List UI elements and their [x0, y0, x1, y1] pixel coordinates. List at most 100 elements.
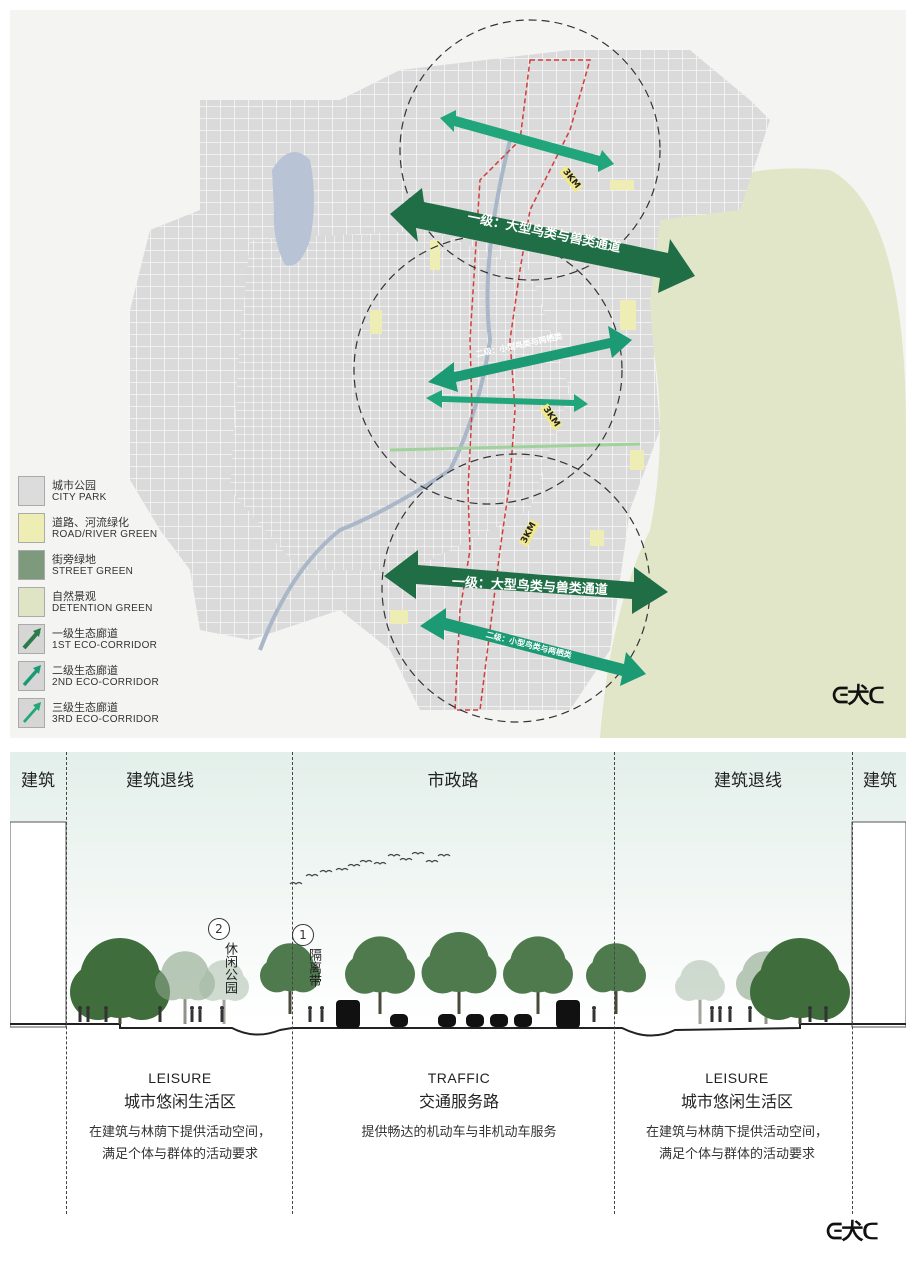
legend-label-en: 2ND ECO-CORRIDOR — [52, 677, 160, 688]
zone-traffic-line1: 提供畅达的机动车与非机动车服务 — [361, 1125, 557, 1140]
car-icon — [466, 1014, 484, 1027]
bus-icon — [556, 1000, 580, 1028]
leisure-tree — [199, 960, 249, 1024]
bird-icon — [399, 857, 413, 861]
bird-icon — [359, 859, 373, 863]
bird-icon — [437, 853, 451, 857]
zone-leisure-right-line2: 满足个体与群体的活动要求 — [658, 1147, 815, 1162]
divider-left-setback — [66, 752, 67, 1214]
divider-left-road — [292, 752, 293, 1214]
legend-label-en: STREET GREEN — [52, 566, 134, 577]
legend-label-cn: 城市公园 — [52, 479, 96, 492]
label-setback-left: 建筑退线 — [126, 771, 194, 791]
zone-traffic-en: TRAFFIC — [427, 1070, 491, 1086]
leisure-tree — [750, 938, 850, 1024]
legend-swatch — [18, 587, 45, 617]
legend-swatch — [18, 513, 45, 543]
street-tree — [260, 943, 321, 1014]
zone-leisure-left-cn: 城市悠闲生活区 — [123, 1092, 236, 1111]
legend-label-en: CITY PARK — [52, 492, 107, 503]
person-icon — [190, 1006, 194, 1022]
building-right — [851, 821, 906, 1028]
legend-label-cn: 道路、河流绿化 — [52, 516, 129, 529]
leisure-tree — [675, 960, 725, 1024]
zone-leisure-left-line1: 在建筑与林荫下提供活动空间， — [88, 1125, 271, 1140]
bird-icon — [411, 851, 425, 855]
zone-leisure-right: LEISURE 城市悠闲生活区 在建筑与林荫下提供活动空间， 满足个体与群体的活动… — [607, 1070, 867, 1166]
car-icon — [390, 1014, 408, 1027]
zone-leisure-left-desc: 在建筑与林荫下提供活动空间， 满足个体与群体的活动要求 — [50, 1122, 310, 1166]
zone-leisure-left-en: LEISURE — [148, 1070, 212, 1086]
tertiary-corridor-middle-arrow — [426, 390, 588, 412]
car-icon — [490, 1014, 508, 1027]
ground-profile — [10, 1023, 906, 1037]
bird-icon — [335, 867, 349, 871]
person-icon — [592, 1006, 596, 1022]
street-tree — [586, 943, 646, 1014]
person-icon — [308, 1006, 312, 1022]
person-icon — [198, 1006, 202, 1022]
bird-icon — [373, 861, 387, 865]
legend-label-en: ROAD/RIVER GREEN — [52, 529, 158, 540]
building-left — [10, 821, 67, 1028]
street-tree — [421, 932, 497, 1014]
person-icon — [824, 1006, 828, 1022]
zone-leisure-right-en: LEISURE — [705, 1070, 769, 1086]
legend-label-cn: 街旁绿地 — [52, 553, 96, 566]
cross-section-graphic — [10, 821, 906, 1037]
label-municipal-road: 市政路 — [427, 771, 479, 791]
primary-corridor-south-arrow — [384, 550, 668, 614]
road-river-green-patches — [370, 180, 644, 624]
person-icon — [320, 1006, 324, 1022]
primary-corridor-north-arrow — [390, 188, 695, 293]
zone-leisure-right-line1: 在建筑与林荫下提供活动空间， — [645, 1125, 828, 1140]
person-icon — [158, 1006, 162, 1022]
person-icon — [728, 1006, 732, 1022]
zone-traffic-cn: 交通服务路 — [418, 1092, 499, 1111]
river — [258, 139, 512, 651]
corridor-arrow-icon — [18, 624, 45, 654]
zone-leisure-left: LEISURE 城市悠闲生活区 在建筑与林荫下提供活动空间， 满足个体与群体的活动… — [50, 1070, 310, 1166]
legend-label-en: DETENTION GREEN — [52, 603, 153, 614]
bird-icon — [387, 853, 401, 857]
secondary-corridor-north-arrow — [428, 326, 632, 392]
detention-green-area — [600, 168, 906, 738]
person-icon — [86, 1006, 90, 1022]
person-icon — [78, 1006, 82, 1022]
zone-leisure-right-cn: 城市悠闲生活区 — [680, 1092, 793, 1111]
legend-label-cn: 自然景观 — [52, 590, 96, 603]
bird-icon — [305, 873, 319, 877]
person-icon — [104, 1006, 108, 1022]
zone-leisure-left-line2: 满足个体与群体的活动要求 — [101, 1147, 258, 1162]
divider-right-setback — [852, 752, 853, 1214]
bird-icon — [319, 869, 333, 873]
brand-logo-bottom: ᕮ犬ᑕ — [826, 1220, 878, 1245]
leisure-tree — [70, 938, 170, 1024]
person-icon — [808, 1006, 812, 1022]
corridor-arrow-icon — [18, 698, 45, 728]
legend-swatch — [18, 476, 45, 506]
zone-traffic: TRAFFIC 交通服务路 提供畅达的机动车与非机动车服务 — [329, 1070, 589, 1144]
bird-icon — [289, 881, 303, 885]
secondary-corridor-south-arrow — [420, 608, 646, 686]
divider-right-road — [614, 752, 615, 1214]
label-setback-right: 建筑退线 — [714, 771, 782, 791]
legend-swatch — [18, 550, 45, 580]
street-tree — [345, 936, 415, 1014]
car-icon — [438, 1014, 456, 1027]
bird-icon — [425, 859, 439, 863]
legend-label-en: 3RD ECO-CORRIDOR — [52, 714, 160, 725]
marker-2-label: 休闲公园 — [222, 942, 237, 994]
bus-icon — [336, 1000, 360, 1028]
marker-1-label: 隔离带 — [306, 948, 321, 987]
marker-2: 2 — [208, 918, 230, 940]
street-cross-section: 建筑 建筑退线 市政路 建筑退线 建筑 2 休闲公园 1 隔离带 LEISURE… — [10, 752, 906, 1282]
legend-label-cn: 一级生态廊道 — [52, 627, 118, 640]
label-building-left: 建筑 — [21, 771, 55, 791]
